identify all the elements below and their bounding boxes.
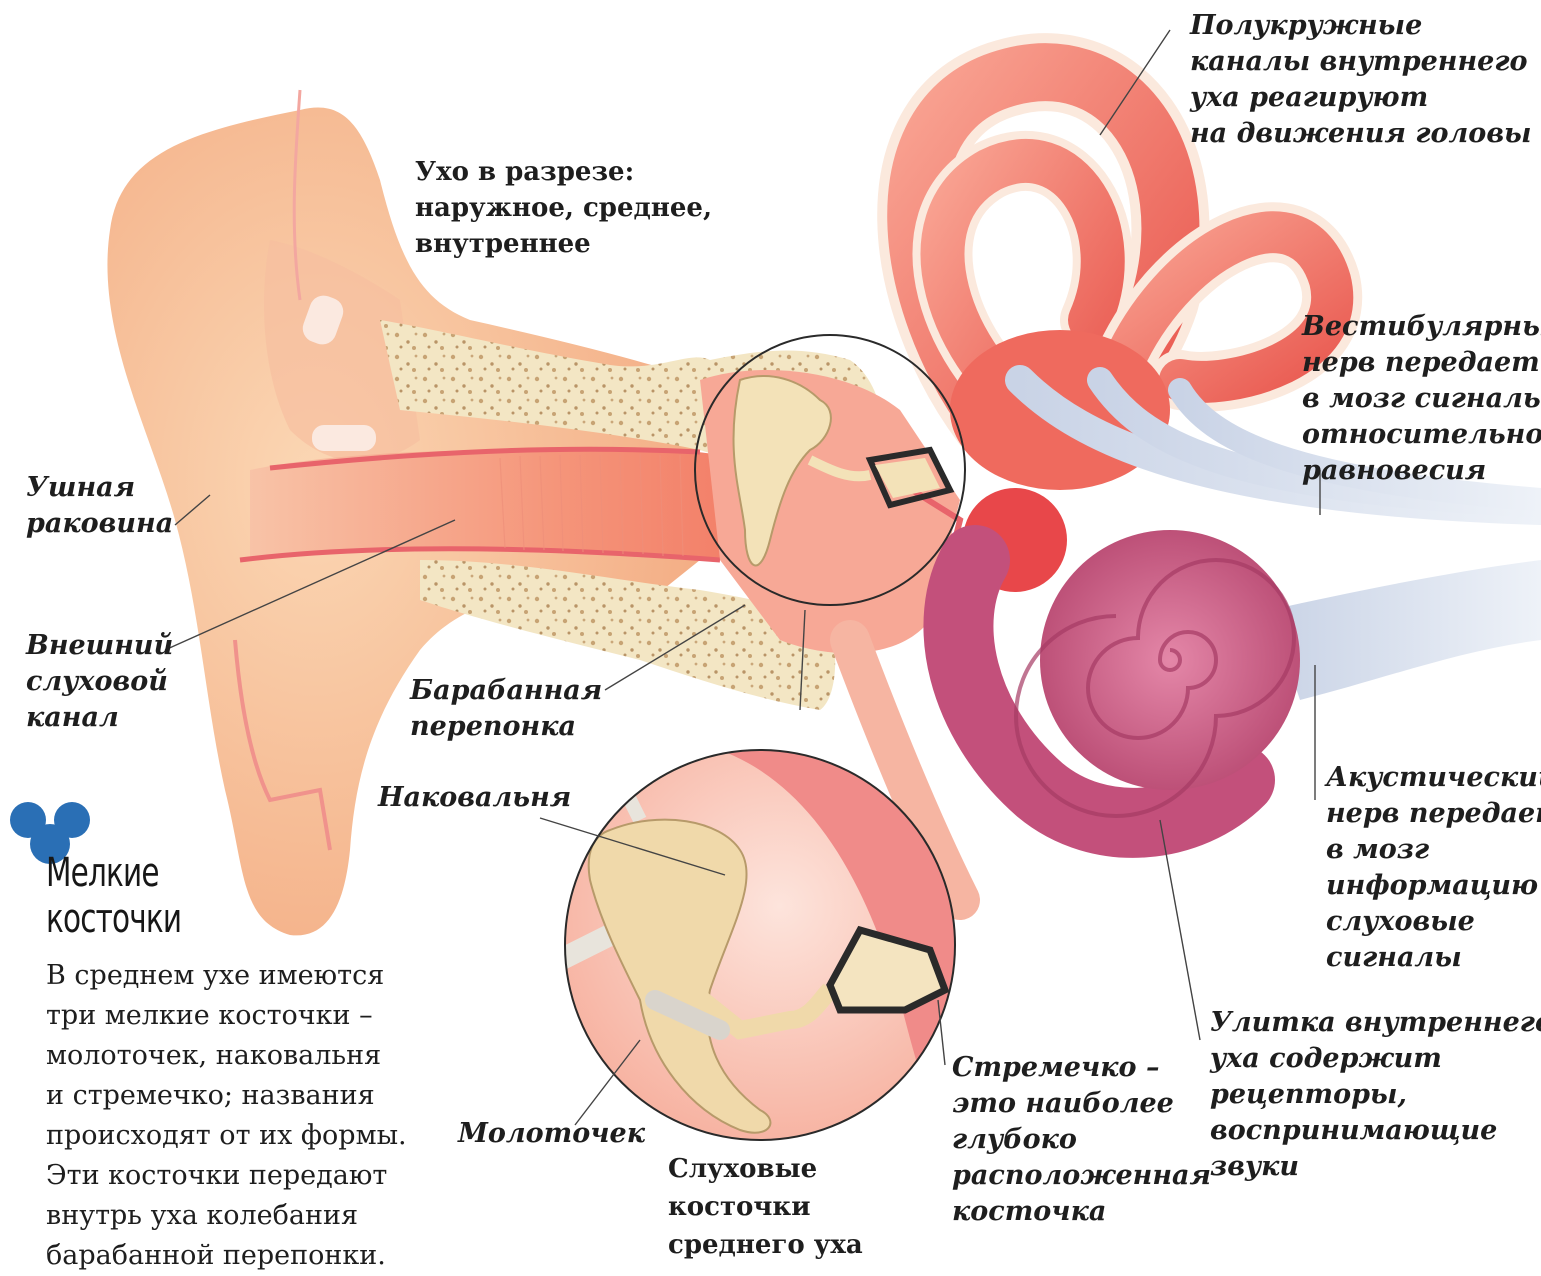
label-ossicles-caption: Слуховые косточки среднего уха: [668, 1150, 863, 1264]
sidebar-text-line: три мелкие косточки –: [46, 996, 407, 1036]
label-line: это наиболее: [952, 1086, 1211, 1122]
label-line: Ушная: [26, 470, 173, 506]
label-malleus: Молоточек: [458, 1116, 645, 1152]
label-ear-canal: Внешний слуховой канал: [26, 628, 173, 736]
sidebar-text: В среднем ухе имеются три мелкие косточк…: [46, 956, 407, 1276]
label-cochlea: Улитка внутреннего уха содержит рецептор…: [1210, 1005, 1541, 1185]
label-line: воспринимающие: [1210, 1113, 1541, 1149]
label-line: Стремечко –: [952, 1050, 1211, 1086]
label-auricle: Ушная раковина: [26, 470, 173, 542]
label-line: перепонка: [410, 709, 602, 745]
sidebar-text-line: внутрь уха колебания: [46, 1196, 407, 1236]
title-line: Ухо в разрезе:: [415, 154, 712, 190]
sidebar-text-line: барабанной перепонки.: [46, 1236, 407, 1276]
label-line: среднего уха: [668, 1226, 863, 1264]
label-line: косточки: [668, 1188, 863, 1226]
label-line: на движения головы: [1190, 116, 1532, 152]
label-line: в мозг: [1326, 832, 1541, 868]
label-semicircular-canals: Полукружные каналы внутреннего уха реаги…: [1190, 8, 1532, 152]
label-line: Слуховые: [668, 1150, 863, 1188]
acoustic-nerve: [1270, 560, 1541, 700]
sidebar-text-line: молоточек, наковальня: [46, 1036, 407, 1076]
label-line: раковина: [26, 506, 173, 542]
sidebar-text-line: происходят от их формы.: [46, 1116, 407, 1156]
title-line: внутреннее: [415, 226, 712, 262]
label-line: сигналы: [1326, 940, 1541, 976]
label-line: нерв передает: [1302, 345, 1541, 381]
sidebar-text-line: и стремечко; названия: [46, 1076, 407, 1116]
sidebar-text-line: В среднем ухе имеются: [46, 956, 407, 996]
label-line: слуховые: [1326, 904, 1541, 940]
label-incus: Наковальня: [378, 780, 571, 816]
label-line: равновесия: [1302, 453, 1541, 489]
label-line: Полукружные: [1190, 8, 1532, 44]
sidebar-heading-line: косточки: [46, 896, 181, 942]
label-line: звуки: [1210, 1149, 1541, 1185]
label-line: Вестибулярный: [1302, 309, 1541, 345]
label-line: Внешний: [26, 628, 173, 664]
label-line: косточка: [952, 1194, 1211, 1230]
label-line: информацию: [1326, 868, 1541, 904]
label-line: расположенная: [952, 1158, 1211, 1194]
label-line: канал: [26, 700, 173, 736]
label-acoustic-nerve: Акустический нерв передает в мозг информ…: [1326, 760, 1541, 976]
label-line: уха содержит: [1210, 1041, 1541, 1077]
label-line: в мозг сигналы: [1302, 381, 1541, 417]
label-line: Улитка внутреннего: [1210, 1005, 1541, 1041]
label-eardrum: Барабанная перепонка: [410, 673, 602, 745]
label-line: глубоко: [952, 1122, 1211, 1158]
sidebar-text-line: Эти косточки передают: [46, 1156, 407, 1196]
label-line: Молоточек: [458, 1116, 645, 1152]
sidebar-heading-line: Мелкие: [46, 850, 181, 896]
label-line: уха реагируют: [1190, 80, 1532, 116]
label-vestibular-nerve: Вестибулярный нерв передает в мозг сигна…: [1302, 309, 1541, 489]
label-line: нерв передает: [1326, 796, 1541, 832]
label-line: относительно: [1302, 417, 1541, 453]
label-line: Наковальня: [378, 780, 571, 816]
label-line: слуховой: [26, 664, 173, 700]
label-stapes: Стремечко – это наиболее глубоко располо…: [952, 1050, 1211, 1230]
label-line: Барабанная: [410, 673, 602, 709]
diagram-title: Ухо в разрезе: наружное, среднее, внутре…: [415, 154, 712, 262]
label-line: рецепторы,: [1210, 1077, 1541, 1113]
label-line: Акустический: [1326, 760, 1541, 796]
sidebar-heading: Мелкие косточки: [46, 850, 181, 942]
title-line: наружное, среднее,: [415, 190, 712, 226]
label-line: каналы внутреннего: [1190, 44, 1532, 80]
